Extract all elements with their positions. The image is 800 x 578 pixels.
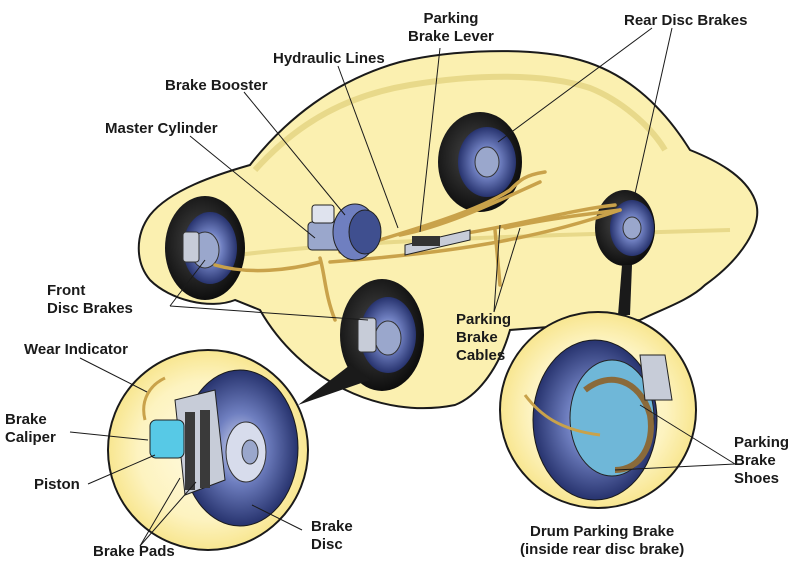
wear-indicator-label: Wear Indicator xyxy=(24,341,128,358)
brake-disc-label: Brake Disc xyxy=(311,518,353,554)
drum-parking-brake-label-line1: Drum Parking Brake xyxy=(530,523,675,540)
master-cylinder-label: Master Cylinder xyxy=(105,120,218,137)
front-disc-brakes-label-line1: Front xyxy=(47,282,86,299)
rear-near-wheel xyxy=(595,190,655,266)
brake-booster xyxy=(332,203,382,261)
drum-parking-brake-label-line2: (inside rear disc brake) xyxy=(520,541,685,558)
parking-brake-cables-label-line3: Cables xyxy=(456,347,506,364)
parking-brake-shoes-label: Parking Brake Shoes xyxy=(734,434,789,488)
parking-brake-lever xyxy=(404,229,471,256)
piston-label: Piston xyxy=(34,476,80,493)
parking-brake-lever-label-line1: Parking xyxy=(423,10,479,27)
parking-brake-cables-label: Parking Brake Cables xyxy=(456,311,511,365)
brake-booster-label: Brake Booster xyxy=(165,77,268,94)
leader-lines xyxy=(69,27,736,547)
brake-caliper-label: Brake Caliper xyxy=(5,411,56,447)
front-near-wheel xyxy=(340,279,424,391)
front-brake-detail xyxy=(107,349,309,551)
parking-brake-lever-label-line2: Brake Lever xyxy=(408,28,494,45)
rear-disc-brakes-label: Rear Disc Brakes xyxy=(624,12,748,29)
parking-brake-cables-label-line2: Brake xyxy=(456,329,498,346)
front-zoom-connector xyxy=(298,365,370,405)
brake-caliper-label-line2: Caliper xyxy=(5,429,56,446)
parking-brake-shoes-label-line3: Shoes xyxy=(734,470,780,487)
front-disc-brakes-label-line2: Disc Brakes xyxy=(47,300,133,317)
brake-disc-label-line2: Disc xyxy=(311,536,343,553)
front-left-wheel xyxy=(165,196,245,300)
front-disc-brakes-label: Front Disc Brakes xyxy=(47,282,133,318)
parking-brake-shoes-label-line2: Brake xyxy=(734,452,776,469)
brake-caliper-label-line1: Brake xyxy=(5,411,47,428)
parking-brake-cables-label-line1: Parking xyxy=(456,311,512,328)
brake-disc-label-line1: Brake xyxy=(311,518,353,535)
drum-parking-brake-label: Drum Parking Brake (inside rear disc bra… xyxy=(520,523,684,559)
drum-parking-brake-detail xyxy=(499,311,697,509)
parking-brake-lever-label: Parking Brake Lever xyxy=(408,10,494,46)
brake-lines xyxy=(213,170,622,322)
hydraulic-lines-label: Hydraulic Lines xyxy=(273,50,385,67)
brake-pads-label: Brake Pads xyxy=(93,543,175,560)
rear-zoom-connector xyxy=(618,265,632,315)
parking-brake-shoes-label-line1: Parking xyxy=(734,434,790,451)
rear-far-wheel xyxy=(438,112,522,212)
